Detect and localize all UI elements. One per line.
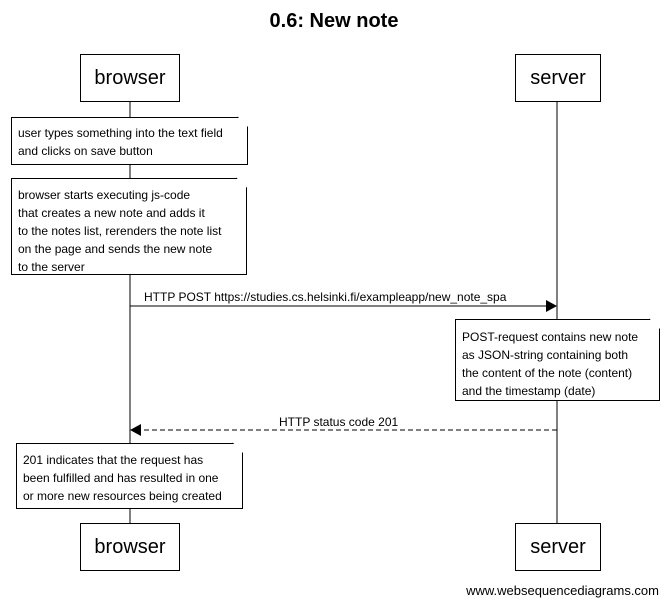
watermark-link[interactable]: www.websequencediagrams.com [466, 583, 659, 598]
diagram-title: 0.6: New note [269, 10, 399, 32]
server-participant-bottom: server [515, 523, 601, 571]
browser-participant-top: browser [80, 54, 180, 102]
response-message-label: HTTP status code 201 [279, 415, 399, 429]
response-arrowhead [130, 424, 141, 436]
post-arrowhead [546, 300, 557, 312]
note-status-201: 201 indicates that the request has been … [16, 443, 243, 509]
note-post-contains: POST-request contains new note as JSON-s… [455, 319, 660, 401]
post-message-label: HTTP POST https://studies.cs.helsinki.fi… [144, 290, 507, 304]
note-user-types: user types something into the text field… [11, 117, 248, 165]
note-browser-executes: browser starts executing js-code that cr… [11, 178, 247, 275]
browser-participant-bottom: browser [80, 523, 180, 571]
server-participant-top: server [515, 54, 601, 102]
